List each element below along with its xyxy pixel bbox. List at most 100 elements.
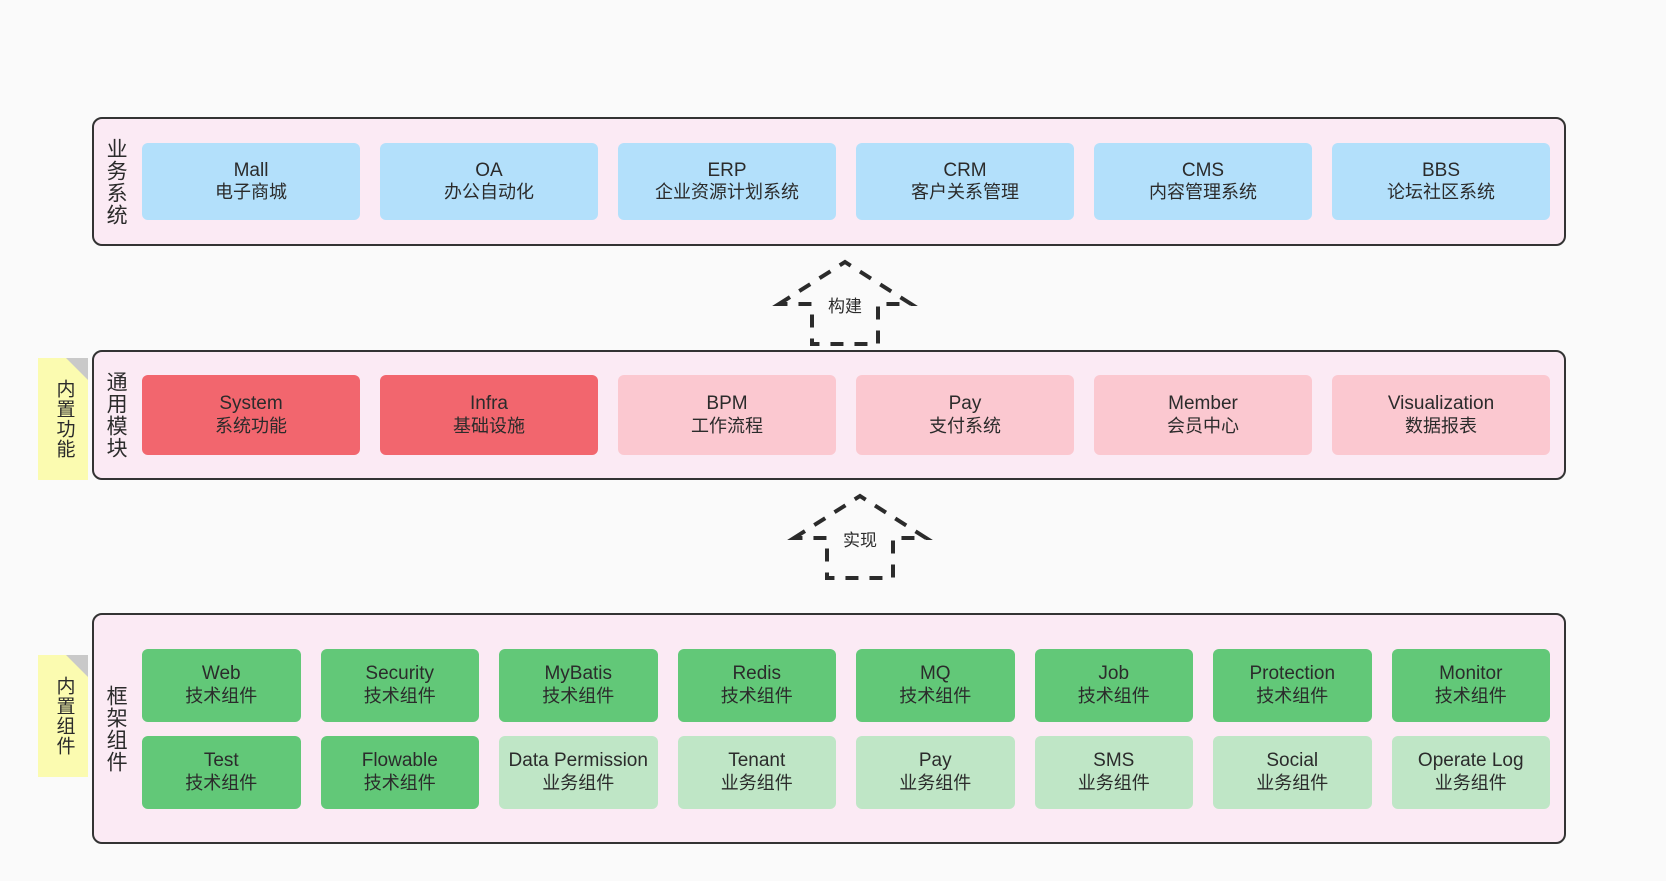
card-title-en: Mall: [233, 159, 269, 181]
layer-title-general-modules: 通用模块: [104, 371, 128, 459]
layer-body-business-systems: Mall 电子商城 OA 办公自动化 ERP 企业资源计划系统 CRM 客户关系…: [136, 119, 1564, 244]
card-title-cn: 技术组件: [1256, 685, 1329, 706]
card-title-cn: 论坛社区系统: [1387, 182, 1495, 203]
card-title-en: Social: [1266, 750, 1319, 772]
layer-body-framework-components: Web 技术组件 Security 技术组件 MyBatis 技术组件 Redi…: [136, 615, 1564, 842]
card-protection[interactable]: Protection 技术组件: [1213, 648, 1372, 722]
card-row: System 系统功能 Infra 基础设施 BPM 工作流程 Pay 支付系统…: [142, 375, 1550, 455]
card-title-cn: 电子商城: [215, 182, 287, 203]
card-visualization[interactable]: Visualization 数据报表: [1332, 375, 1550, 455]
card-oa[interactable]: OA 办公自动化: [380, 143, 598, 220]
card-monitor[interactable]: Monitor 技术组件: [1391, 648, 1550, 722]
card-title-cn: 技术组件: [899, 685, 972, 706]
card-title-cn: 技术组件: [363, 772, 436, 793]
card-pay-component[interactable]: Pay 业务组件: [856, 735, 1015, 809]
card-bpm[interactable]: BPM 工作流程: [618, 375, 836, 455]
connector-implement-label: 实现: [843, 531, 877, 550]
card-title-en: Web: [201, 663, 241, 685]
card-title-en: Pay: [948, 393, 982, 415]
card-title-en: BBS: [1421, 159, 1461, 181]
card-mq[interactable]: MQ 技术组件: [856, 648, 1015, 722]
card-security[interactable]: Security 技术组件: [320, 648, 479, 722]
layer-business-systems: 业务系统 Mall 电子商城 OA 办公自动化 ERP 企业资源计划系统 CRM…: [92, 117, 1566, 246]
card-flowable[interactable]: Flowable 技术组件: [320, 735, 479, 809]
card-mall[interactable]: Mall 电子商城: [142, 143, 360, 220]
layer-title-framework-components: 框架组件: [104, 684, 128, 773]
note-builtin-components: 内置组件: [38, 655, 88, 777]
card-title-en: CRM: [943, 159, 987, 181]
card-title-en: ERP: [707, 159, 747, 181]
card-title-cn: 技术组件: [542, 685, 615, 706]
card-title-en: System: [219, 393, 283, 415]
card-redis[interactable]: Redis 技术组件: [677, 648, 836, 722]
card-title-en: Member: [1168, 393, 1238, 415]
card-test[interactable]: Test 技术组件: [142, 735, 301, 809]
card-title-en: SMS: [1093, 750, 1135, 772]
note-fold-corner-icon: [66, 655, 88, 677]
card-crm[interactable]: CRM 客户关系管理: [856, 143, 1074, 220]
connector-build: 构建: [770, 256, 920, 348]
card-title-en: CMS: [1181, 159, 1225, 181]
card-operate-log[interactable]: Operate Log 业务组件: [1391, 735, 1550, 809]
card-tenant[interactable]: Tenant 业务组件: [677, 735, 836, 809]
card-title-en: Monitor: [1439, 663, 1503, 685]
card-row: Web 技术组件 Security 技术组件 MyBatis 技术组件 Redi…: [142, 648, 1550, 722]
card-title-en: Pay: [918, 750, 952, 772]
card-title-en: Protection: [1249, 663, 1336, 685]
card-title-en: OA: [475, 159, 503, 181]
card-social[interactable]: Social 业务组件: [1213, 735, 1372, 809]
card-row: Test 技术组件 Flowable 技术组件 Data Permission …: [142, 735, 1550, 809]
note-fold-corner-icon: [66, 358, 88, 380]
card-title-cn: 业务组件: [1077, 772, 1150, 793]
card-title-cn: 数据报表: [1405, 415, 1477, 436]
layer-framework-components: 框架组件 Web 技术组件 Security 技术组件 MyBatis 技术组件…: [92, 613, 1566, 844]
card-title-cn: 技术组件: [1077, 685, 1150, 706]
card-title-en: Visualization: [1387, 393, 1495, 415]
card-title-en: MQ: [919, 663, 951, 685]
card-mybatis[interactable]: MyBatis 技术组件: [499, 648, 658, 722]
card-title-cn: 内容管理系统: [1149, 182, 1257, 203]
card-title-cn: 技术组件: [363, 685, 436, 706]
card-erp[interactable]: ERP 企业资源计划系统: [618, 143, 836, 220]
card-title-cn: 会员中心: [1167, 415, 1239, 436]
card-infra[interactable]: Infra 基础设施: [380, 375, 598, 455]
card-title-cn: 企业资源计划系统: [655, 182, 799, 203]
card-title-cn: 技术组件: [185, 685, 258, 706]
card-title-cn: 基础设施: [453, 415, 525, 436]
card-title-en: Tenant: [728, 750, 786, 772]
card-title-en: Security: [365, 663, 435, 685]
card-title-en: Test: [203, 750, 239, 772]
card-title-en: Infra: [469, 393, 509, 415]
card-sms[interactable]: SMS 业务组件: [1034, 735, 1193, 809]
card-title-en: Flowable: [361, 750, 438, 772]
card-web[interactable]: Web 技术组件: [142, 648, 301, 722]
note-builtin-features: 内置功能: [38, 358, 88, 480]
card-pay[interactable]: Pay 支付系统: [856, 375, 1074, 455]
card-title-cn: 客户关系管理: [911, 182, 1019, 203]
card-title-cn: 技术组件: [1434, 685, 1507, 706]
card-title-en: Operate Log: [1417, 750, 1524, 772]
note-label: 内置功能: [53, 379, 75, 459]
card-cms[interactable]: CMS 内容管理系统: [1094, 143, 1312, 220]
connector-implement: 实现: [785, 490, 935, 582]
card-data-permission[interactable]: Data Permission 业务组件: [499, 735, 658, 809]
card-title-cn: 办公自动化: [444, 182, 534, 203]
card-title-en: Job: [1098, 663, 1130, 685]
card-bbs[interactable]: BBS 论坛社区系统: [1332, 143, 1550, 220]
card-title-en: Redis: [732, 663, 782, 685]
card-title-cn: 业务组件: [720, 772, 793, 793]
card-title-en: MyBatis: [544, 663, 613, 685]
layer-title-business-systems: 业务系统: [104, 137, 128, 226]
card-system[interactable]: System 系统功能: [142, 375, 360, 455]
card-title-en: BPM: [706, 393, 748, 415]
connector-build-label: 构建: [828, 297, 862, 316]
card-title-cn: 业务组件: [899, 772, 972, 793]
card-title-cn: 工作流程: [691, 415, 763, 436]
card-job[interactable]: Job 技术组件: [1034, 648, 1193, 722]
card-title-cn: 技术组件: [720, 685, 793, 706]
card-title-cn: 业务组件: [542, 772, 615, 793]
card-title-cn: 技术组件: [185, 772, 258, 793]
card-title-en: Data Permission: [508, 750, 648, 772]
card-member[interactable]: Member 会员中心: [1094, 375, 1312, 455]
